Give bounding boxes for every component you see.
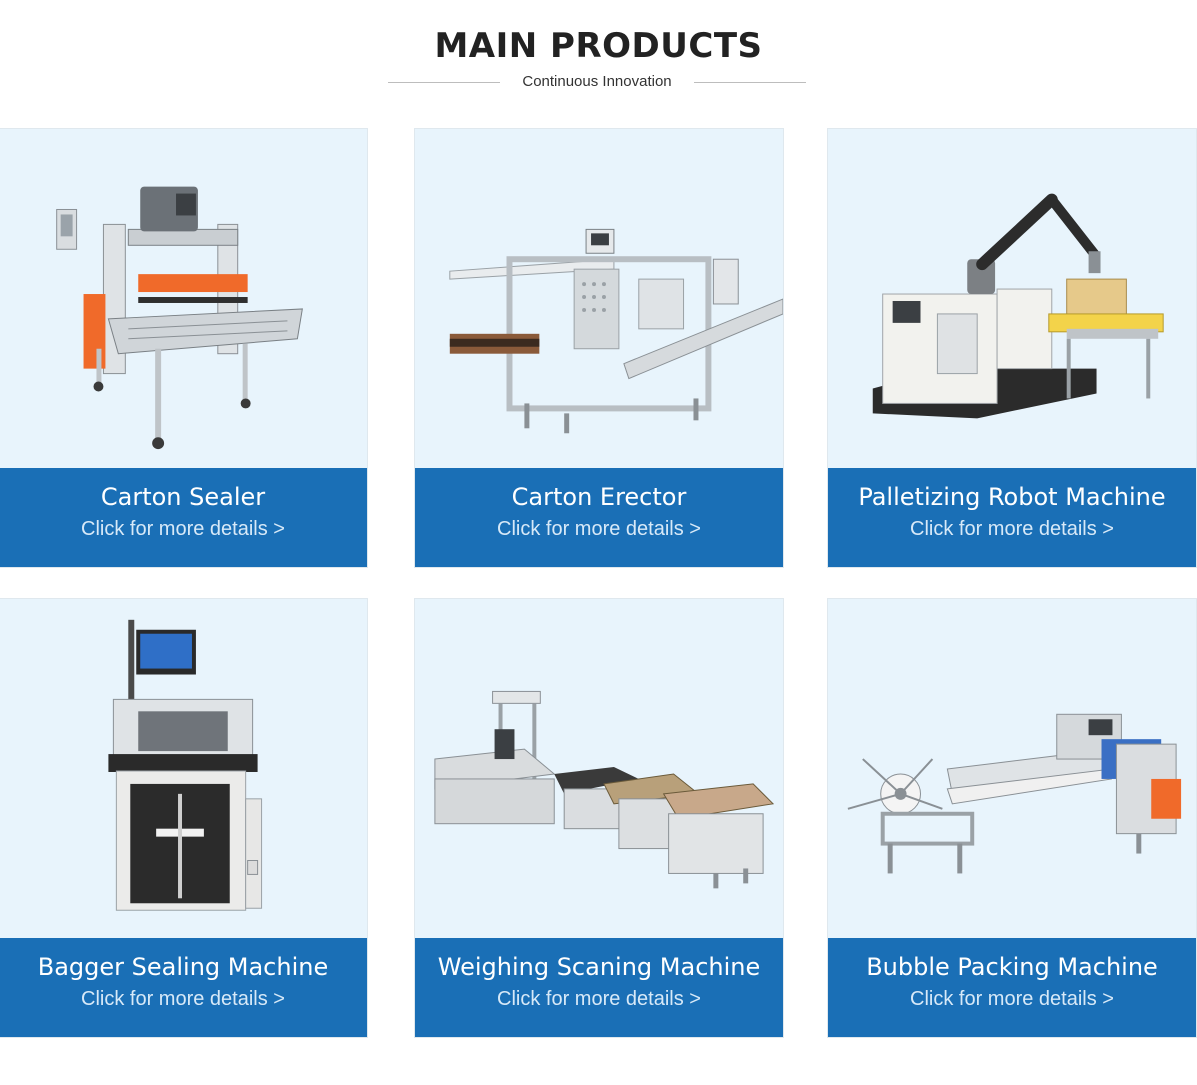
product-details-link[interactable]: Click for more details > <box>81 518 285 540</box>
carton-sealer-machine-icon <box>56 186 303 450</box>
product-card-footer: Weighing Scaning Machine Click for more … <box>415 938 783 1037</box>
product-card-footer: Bubble Packing Machine Click for more de… <box>828 938 1196 1037</box>
section-subtitle: Continuous Innovation <box>522 73 672 90</box>
subtitle-divider-left <box>388 81 500 83</box>
product-details-link[interactable]: Click for more details > <box>81 988 285 1010</box>
product-card-weighing-scanning[interactable]: Weighing Scaning Machine Click for more … <box>414 598 784 1038</box>
product-card-footer: Carton Sealer Click for more details > <box>0 468 367 567</box>
product-details-link[interactable]: Click for more details > <box>497 518 701 540</box>
product-image <box>415 599 783 939</box>
product-image <box>0 599 367 939</box>
product-title: Bubble Packing Machine <box>866 953 1158 981</box>
product-card-bagger-sealing[interactable]: Bagger Sealing Machine Click for more de… <box>0 598 368 1038</box>
bubble-packing-machine-icon <box>847 713 1182 874</box>
subtitle-row: Continuous Innovation <box>388 72 806 92</box>
section-header: MAIN PRODUCTS Continuous Innovation <box>0 0 1197 128</box>
subtitle-divider-right <box>694 81 806 83</box>
section-title: MAIN PRODUCTS <box>434 26 763 66</box>
carton-erector-machine-icon <box>449 228 783 434</box>
product-image <box>828 599 1196 939</box>
product-card-carton-erector[interactable]: Carton Erector Click for more details > <box>414 128 784 568</box>
weighing-scanning-machine-icon <box>434 690 775 889</box>
product-card-footer: Carton Erector Click for more details > <box>415 468 783 567</box>
product-title: Carton Erector <box>511 483 687 511</box>
product-card-palletizing-robot[interactable]: Palletizing Robot Machine Click for more… <box>827 128 1197 568</box>
product-image <box>828 129 1196 469</box>
product-title: Carton Sealer <box>100 483 266 511</box>
product-card-footer: Palletizing Robot Machine Click for more… <box>828 468 1196 567</box>
product-card-footer: Bagger Sealing Machine Click for more de… <box>0 938 367 1037</box>
product-card-bubble-packing[interactable]: Bubble Packing Machine Click for more de… <box>827 598 1197 1038</box>
product-details-link[interactable]: Click for more details > <box>910 988 1114 1010</box>
bagger-sealing-machine-icon <box>108 619 263 911</box>
product-image <box>415 129 783 469</box>
product-card-carton-sealer[interactable]: Carton Sealer Click for more details > <box>0 128 368 568</box>
product-title: Weighing Scaning Machine <box>437 953 761 981</box>
product-details-link[interactable]: Click for more details > <box>497 988 701 1010</box>
product-details-link[interactable]: Click for more details > <box>910 518 1114 540</box>
palletizing-robot-machine-icon <box>872 193 1164 419</box>
product-title: Bagger Sealing Machine <box>37 953 329 981</box>
product-title: Palletizing Robot Machine <box>858 483 1166 511</box>
product-image <box>0 129 367 469</box>
